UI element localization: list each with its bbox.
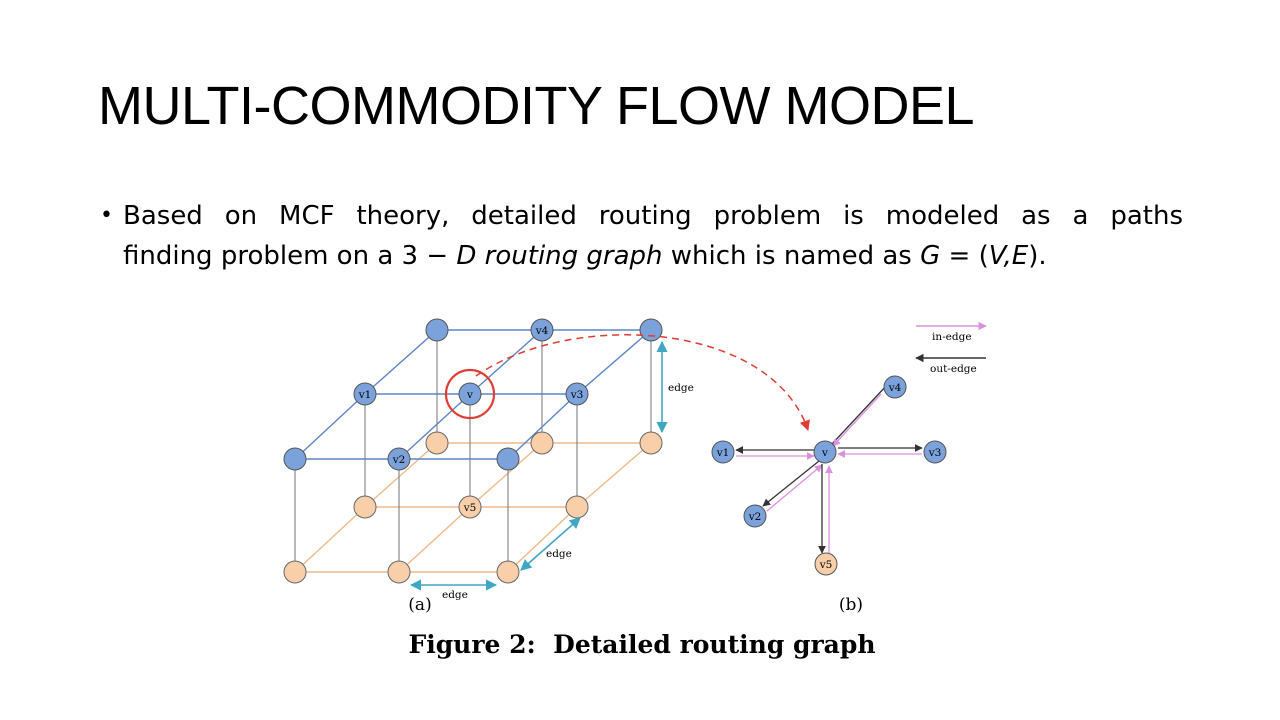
subfigure-a-label: (a) <box>408 595 431 615</box>
star-label-v2: v2 <box>748 511 762 523</box>
bullet-dot: • <box>100 203 113 228</box>
bullet-line-1: Based on MCF theory, detailed routing pr… <box>123 201 1183 231</box>
grid-node <box>387 560 411 584</box>
star-label-v4: v4 <box>888 382 902 394</box>
diagonal-edge-dimension <box>520 517 581 571</box>
grid-node-v4 <box>530 318 554 342</box>
label-v4: v4 <box>535 325 549 337</box>
star-node-v4 <box>883 375 907 399</box>
zoom-connector-arrow <box>475 334 810 431</box>
label-v1: v1 <box>358 389 372 401</box>
local-star-graph: in-edge out-edge <box>711 321 987 615</box>
out-edge-legend-label: out-edge <box>930 363 977 375</box>
slide-title: MULTI-COMMODITY FLOW MODEL <box>98 76 975 136</box>
star-edges <box>735 377 923 554</box>
diagonal-edge-label: edge <box>546 548 572 560</box>
vertical-edges <box>294 330 652 572</box>
grid-node <box>283 447 307 471</box>
lower-layer-nodes <box>283 431 663 584</box>
grid-node-v <box>458 382 482 406</box>
label-v5: v5 <box>463 502 477 514</box>
grid-3d: v4 v1 v v3 v2 v5 edge edge edge (a) <box>283 318 694 615</box>
star-node-v1 <box>711 440 735 464</box>
grid-node <box>425 318 449 342</box>
routing-graph-figure: v4 v1 v v3 v2 v5 edge edge edge (a) in-e… <box>283 318 987 659</box>
grid-node <box>530 431 554 455</box>
vertical-edge-label: edge <box>668 382 694 394</box>
grid-node <box>496 447 520 471</box>
edge-legend: in-edge out-edge <box>915 321 987 375</box>
star-label-v3: v3 <box>928 447 942 459</box>
star-node-v2 <box>743 504 767 528</box>
upper-layer-nodes <box>283 318 663 471</box>
highlight-circle <box>444 368 496 420</box>
grid-node <box>639 431 663 455</box>
label-v3: v3 <box>570 389 584 401</box>
grid-node-v1 <box>353 382 377 406</box>
grid-node-v3 <box>565 382 589 406</box>
star-node-v5 <box>814 552 838 576</box>
in-edge-legend-label: in-edge <box>932 331 972 343</box>
star-label-v: v <box>821 447 828 459</box>
grid-node-v5 <box>458 495 482 519</box>
grid-node <box>565 495 589 519</box>
grid-node <box>283 560 307 584</box>
lower-layer-edges <box>294 442 652 573</box>
star-label-v1: v1 <box>716 447 730 459</box>
grid-node <box>639 318 663 342</box>
grid-node <box>353 495 377 519</box>
subfigure-b-label: (b) <box>839 595 863 615</box>
bullet-text: Based on MCF theory, detailed routing pr… <box>123 196 1183 276</box>
figure-caption: Figure 2: Detailed routing graph <box>408 630 875 659</box>
grid-node <box>496 560 520 584</box>
bullet-line-2: finding problem on a 3 − D routing graph… <box>123 241 1047 271</box>
label-v2: v2 <box>392 454 406 466</box>
star-label-v5: v5 <box>819 559 833 571</box>
upper-layer-edges <box>294 329 652 460</box>
star-nodes <box>711 375 947 576</box>
star-node-v <box>813 440 837 464</box>
grid-node-v2 <box>387 447 411 471</box>
star-node-v3 <box>923 440 947 464</box>
horizontal-edge-label: edge <box>442 589 468 601</box>
grid-node <box>425 431 449 455</box>
label-v: v <box>466 389 473 401</box>
